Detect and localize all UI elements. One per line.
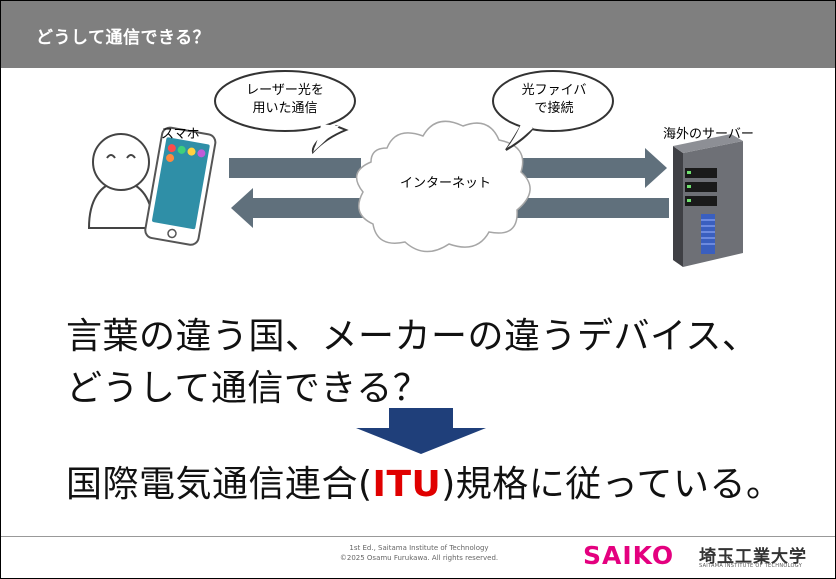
diagram-graphics xyxy=(87,70,743,267)
main-question-line2: どうして通信できる？ xyxy=(66,368,430,409)
server-label: 海外のサーバー xyxy=(663,127,754,142)
footer-edition: 1st Ed., Saitama Institute of Technology xyxy=(349,544,489,552)
speech-bubble-left xyxy=(214,70,356,155)
page-title: どうして通信できる？ xyxy=(36,28,211,48)
smartphone-icon xyxy=(144,126,217,246)
bubble-right-line1: 光ファイバ xyxy=(521,83,587,98)
main-question-line1: 言葉の違う国、メーカーの違うデバイス、 xyxy=(66,316,759,357)
internet-cloud-icon xyxy=(355,120,531,253)
logo-wordmark: SAIKO xyxy=(583,541,675,570)
bubble-left-text: レーザー光を 用いた通信 xyxy=(235,82,335,118)
network-diagram: スマホ 海外のサーバー インターネット レーザー光を 用いた通信 光ファイバ で… xyxy=(1,68,835,283)
down-arrow-icon xyxy=(356,408,486,454)
logo-university-name: 埼玉工業大学 xyxy=(699,547,807,567)
bubble-right-text: 光ファイバ で接続 xyxy=(506,82,602,118)
logo-university-subtitle: SAITAMA INSTITUTE OF TECHNOLOGY xyxy=(699,563,803,569)
arrow-left-bottom xyxy=(231,188,669,228)
internet-label: インターネット xyxy=(400,176,492,191)
header-bar: どうして通信できる？ xyxy=(1,1,835,68)
phone-label: スマホ xyxy=(161,127,200,142)
university-logo: SAIKO 埼玉工業大学 SAITAMA INSTITUTE OF TECHNO… xyxy=(583,541,821,571)
main-answer-line: 国際電気通信連合(ITU)規格に従っている。 xyxy=(66,455,782,507)
answer-text-before: 国際電気通信連合( xyxy=(66,464,373,505)
bubble-left-line2: 用いた通信 xyxy=(252,101,318,116)
bubble-left-line1: レーザー光を xyxy=(246,83,324,98)
footer-divider xyxy=(1,536,835,537)
person-icon xyxy=(87,133,155,229)
footer-copyright: ©2025 Osamu Furukawa. All rights reserve… xyxy=(339,554,499,562)
speech-bubble-right xyxy=(492,70,614,151)
server-icon xyxy=(673,134,743,267)
answer-text-after: )規格に従っている。 xyxy=(441,464,783,505)
bubble-right-line2: で接続 xyxy=(534,101,574,116)
footer-credits: 1st Ed., Saitama Institute of Technology… xyxy=(301,543,537,563)
answer-itu-highlight: ITU xyxy=(372,464,442,505)
arrow-right-top xyxy=(229,148,667,188)
